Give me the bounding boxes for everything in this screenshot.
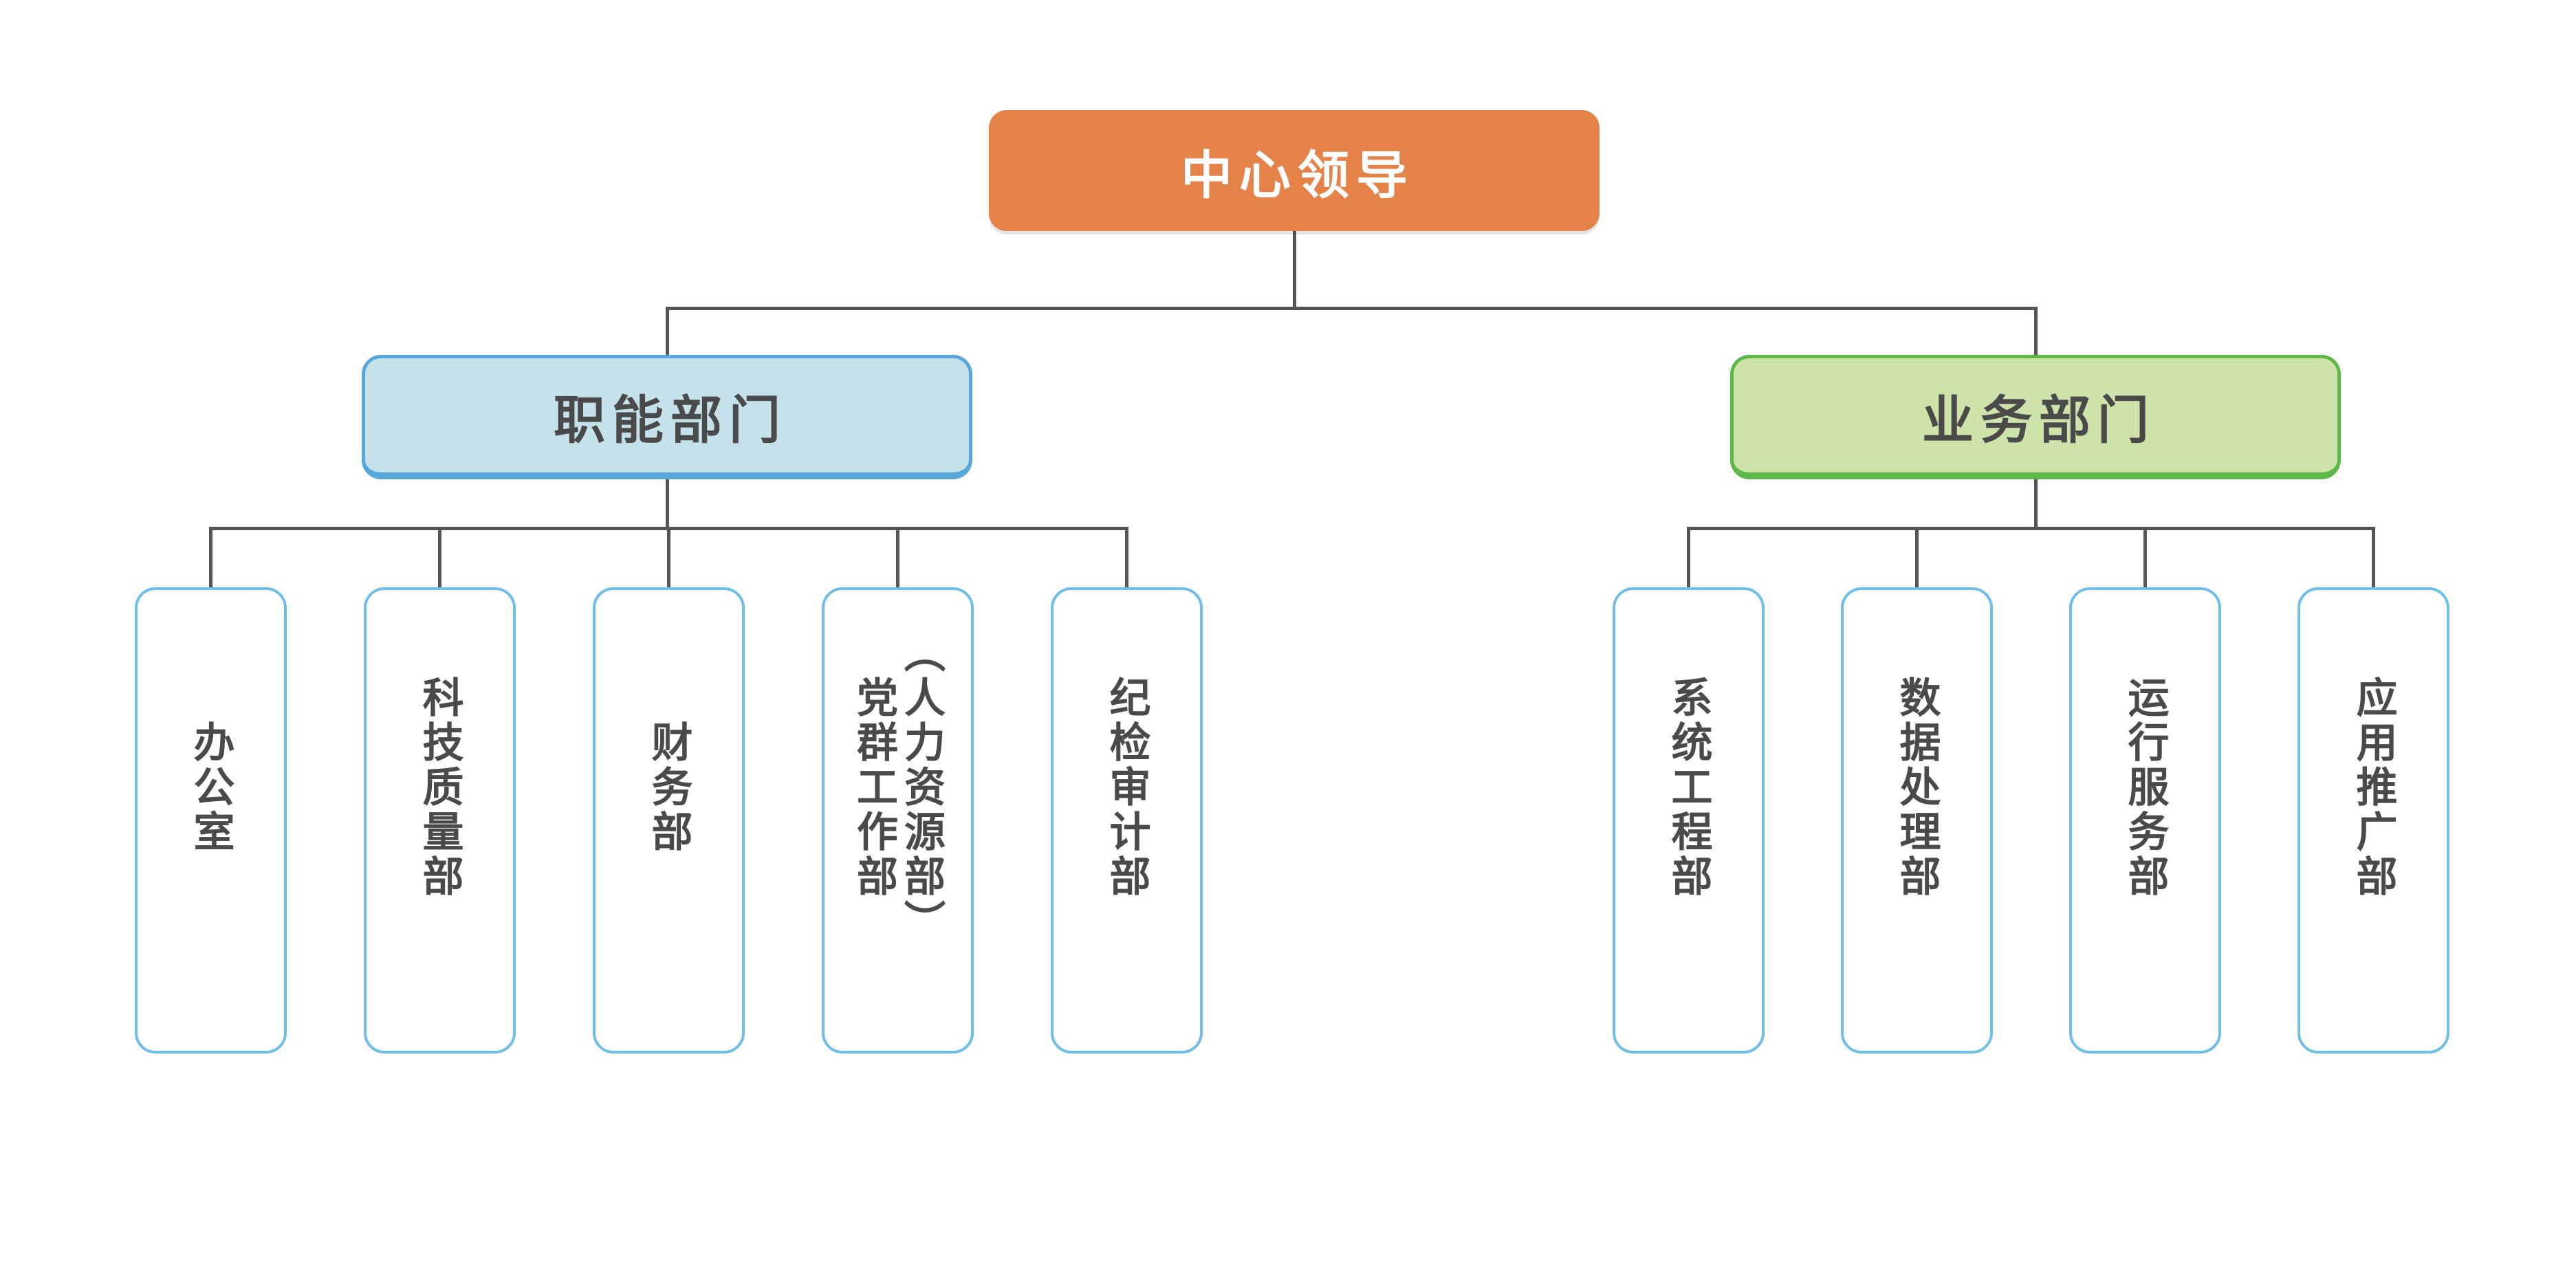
node-label: 业务部门 xyxy=(1921,391,2156,449)
node-label: 党群工作部（人力资源部） xyxy=(851,631,946,944)
node-label: 职能部门 xyxy=(553,391,787,449)
connector-level1-bus xyxy=(666,307,2038,310)
connector-drop-party-mass-hr xyxy=(896,527,899,587)
node-label: 系统工程部 xyxy=(1666,676,1712,899)
node-branch-functional-departments: 职能部门 xyxy=(362,355,972,479)
connector-root-stem xyxy=(1293,231,1296,310)
node-label: 纪检审计部 xyxy=(1104,676,1150,899)
connector-drop-system-engineering xyxy=(1687,527,1690,587)
node-leaf-party-mass-hr: 党群工作部（人力资源部） xyxy=(822,587,974,1054)
connector-drop-office xyxy=(209,527,212,587)
node-root-center-leadership: 中心领导 xyxy=(989,110,1600,231)
connector-functional-stem-top xyxy=(666,307,669,355)
node-label: 运行服务部 xyxy=(2122,676,2168,899)
connector-business-stem-top xyxy=(2034,307,2038,355)
node-leaf-office: 办公室 xyxy=(135,587,287,1054)
connector-drop-sci-tech-quality xyxy=(438,527,441,587)
node-branch-business-departments: 业务部门 xyxy=(1730,355,2341,479)
connector-functional-stem-bottom xyxy=(666,479,669,528)
node-leaf-finance: 财务部 xyxy=(593,587,745,1054)
node-leaf-application-promotion: 应用推广部 xyxy=(2297,587,2449,1054)
connector-drop-operation-service xyxy=(2143,527,2147,587)
node-label: 科技质量部 xyxy=(417,676,463,899)
node-leaf-system-engineering: 系统工程部 xyxy=(1613,587,1765,1054)
node-leaf-operation-service: 运行服务部 xyxy=(2069,587,2221,1054)
connector-drop-discipline-audit xyxy=(1125,527,1128,587)
node-leaf-data-processing: 数据处理部 xyxy=(1841,587,1993,1054)
connector-drop-finance xyxy=(667,527,670,587)
node-leaf-discipline-audit: 纪检审计部 xyxy=(1051,587,1203,1054)
connector-drop-application-promotion xyxy=(2372,527,2375,587)
node-label: 应用推广部 xyxy=(2350,676,2397,899)
connector-drop-data-processing xyxy=(1915,527,1919,587)
node-label: 中心领导 xyxy=(1180,146,1415,204)
node-leaf-sci-tech-quality: 科技质量部 xyxy=(364,587,516,1054)
node-label: 财务部 xyxy=(646,721,692,855)
node-label: 数据处理部 xyxy=(1894,676,1940,899)
node-label-line-1: 党群工作部 xyxy=(851,676,897,899)
node-label: 办公室 xyxy=(188,721,234,855)
node-label-line-2: （人力资源部） xyxy=(898,631,945,944)
connector-business-stem-bottom xyxy=(2034,479,2038,528)
connector-business-bus xyxy=(1687,527,2375,530)
